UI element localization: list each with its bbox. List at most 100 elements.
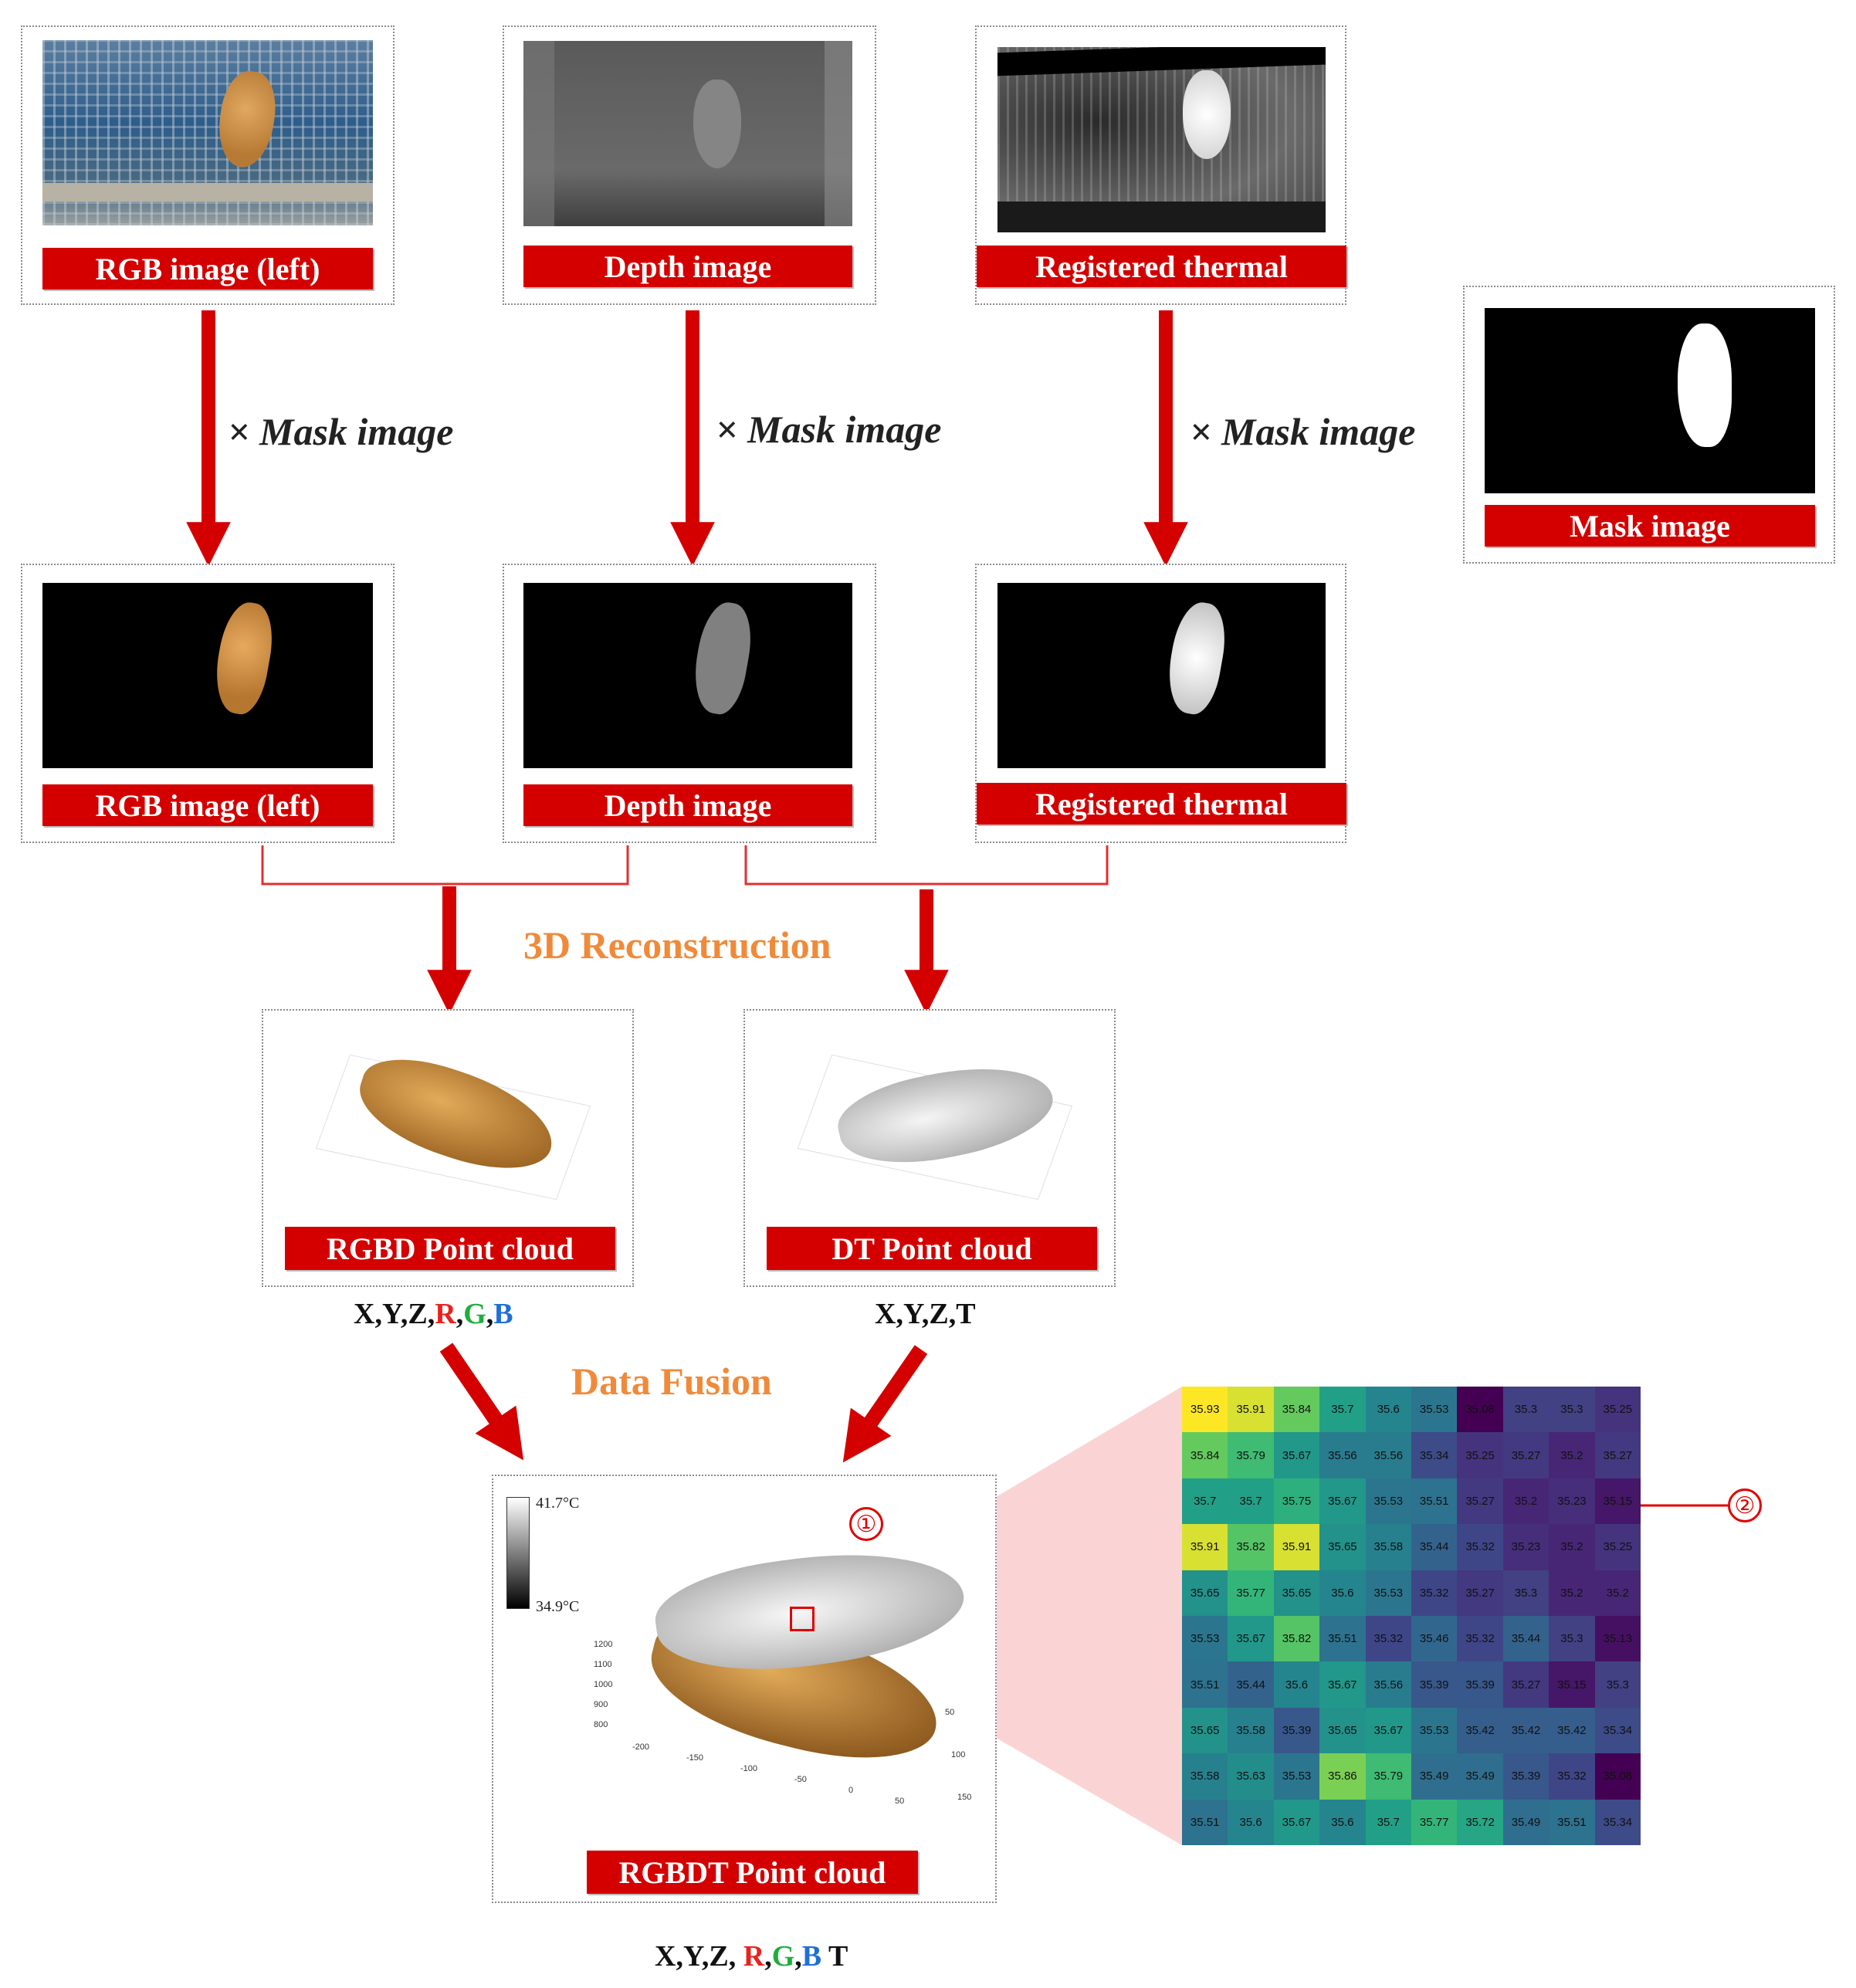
grid-cell: 35.51 (1549, 1799, 1595, 1845)
eq-rgbdt-r: R (743, 1940, 765, 1973)
grid-cell: 35.91 (1182, 1524, 1228, 1570)
eq-rgbd: X,Y,Z,R,G,B (354, 1297, 513, 1331)
grid-cell: 35.53 (1411, 1707, 1458, 1754)
colorbar-max: 41.7°C (536, 1495, 580, 1512)
grid-cell: 35.27 (1457, 1478, 1503, 1525)
mask-op-depth: × Mask image (716, 408, 942, 451)
z-tick: 1100 (594, 1660, 612, 1669)
x-tick: -150 (686, 1753, 704, 1763)
grid-cell: 35.65 (1319, 1707, 1366, 1754)
y-tick: 150 (957, 1793, 972, 1802)
grid-cell: 35.7 (1319, 1387, 1366, 1433)
grid-cell: 35.53 (1273, 1753, 1320, 1800)
y-tick: 100 (951, 1750, 966, 1759)
grid-cell: 35.91 (1228, 1387, 1274, 1433)
label-mask: Mask image (1485, 505, 1815, 547)
thermal-masked-image (997, 583, 1326, 768)
grid-cell: 35.79 (1228, 1432, 1274, 1478)
grid-cell: 35.2 (1549, 1570, 1595, 1616)
label-dt-cloud: DT Point cloud (767, 1227, 1097, 1270)
eq-rgbdt-g: G (771, 1940, 795, 1973)
grid-cell: 35.15 (1594, 1478, 1641, 1525)
grid-cell: 35.3 (1502, 1570, 1549, 1616)
depth-masked-image (523, 583, 852, 768)
eq-rgbd-r: R (435, 1298, 456, 1330)
dt-cloud-plot (791, 1041, 1085, 1211)
grid-cell: 35.56 (1365, 1432, 1411, 1478)
grid-cell: 35.67 (1319, 1478, 1366, 1525)
x-axis-ticks: -200 -150 -100 -50 0 50 (632, 1742, 910, 1806)
grid-cell: 35.93 (1182, 1387, 1228, 1433)
z-tick: 1200 (594, 1640, 613, 1649)
grid-cell: 35.6 (1228, 1799, 1274, 1845)
panel-thermal-top: Registered thermal (975, 25, 1346, 305)
label-rgb-top: RGB image (left) (42, 248, 373, 290)
grid-cell: 35.46 (1411, 1616, 1458, 1662)
label-rgbdt-cloud: RGBDT Point cloud (587, 1851, 918, 1894)
grid-cell: 35.6 (1319, 1799, 1366, 1845)
eq-rgbdt-t: T (821, 1940, 848, 1973)
panel-thermal-masked: Registered thermal (975, 564, 1346, 843)
grid-cell: 35.65 (1182, 1707, 1228, 1754)
panel-rgbd-cloud: RGBD Point cloud (262, 1009, 634, 1287)
grid-cell: 35.3 (1549, 1387, 1595, 1433)
grid-cell: 35.58 (1365, 1524, 1411, 1570)
grid-cell: 35.2 (1594, 1570, 1641, 1616)
grid-cell: 35.53 (1365, 1570, 1411, 1616)
x-tick: -50 (794, 1775, 807, 1784)
grid-cell: 35.49 (1502, 1799, 1549, 1845)
grid-cell: 35.51 (1182, 1799, 1228, 1845)
grid-cell: 35.23 (1549, 1478, 1595, 1525)
grid-cell: 35.67 (1365, 1707, 1411, 1754)
grid-cell: 35.84 (1273, 1387, 1320, 1433)
grid-cell: 35.58 (1228, 1707, 1274, 1754)
grid-cell: 35.32 (1457, 1616, 1503, 1662)
callout-2: ② (1728, 1488, 1762, 1522)
grid-cell: 35.25 (1594, 1387, 1641, 1433)
label-thermal-masked: Registered thermal (977, 783, 1346, 825)
grid-cell: 35.53 (1182, 1616, 1228, 1662)
grid-cell: 35.27 (1594, 1432, 1641, 1478)
grid-cell: 35.6 (1365, 1387, 1411, 1433)
grid-cell: 35.84 (1182, 1432, 1228, 1478)
grid-cell: 35.67 (1273, 1799, 1320, 1845)
grid-cell: 35.42 (1457, 1707, 1503, 1754)
label-thermal-top: Registered thermal (977, 246, 1346, 287)
grid-cell: 35.77 (1228, 1570, 1274, 1616)
grid-cell: 35.2 (1549, 1432, 1595, 1478)
grid-cell: 35.25 (1457, 1432, 1503, 1478)
label-rgb-masked: RGB image (left) (42, 784, 373, 826)
grid-cell: 35.79 (1365, 1753, 1411, 1800)
grid-cell: 35.7 (1182, 1478, 1228, 1525)
grid-cell: 35.82 (1228, 1524, 1274, 1570)
grid-cell: 35.91 (1273, 1524, 1320, 1570)
grid-cell: 35.6 (1319, 1570, 1366, 1616)
grid-cell: 35.53 (1411, 1387, 1458, 1433)
grid-cell: 35.44 (1411, 1524, 1458, 1570)
eq-rgbd-xyz: X,Y,Z, (354, 1298, 435, 1330)
grid-cell: 35.86 (1319, 1753, 1366, 1800)
grid-cell: 35.42 (1549, 1707, 1595, 1754)
grid-cell: 35.39 (1457, 1661, 1503, 1708)
eq-sep: , (764, 1940, 772, 1973)
grid-cell: 35.65 (1182, 1570, 1228, 1616)
eq-rgbd-b: B (493, 1298, 513, 1330)
callout-1: ① (849, 1507, 883, 1541)
grid-cell: 35.44 (1502, 1616, 1549, 1662)
grid-cell: 35.08 (1594, 1753, 1641, 1800)
y-tick: 50 (945, 1708, 955, 1717)
eq-rgbdt-xyz: X,Y,Z, (655, 1940, 743, 1973)
grid-cell: 35.27 (1502, 1661, 1549, 1708)
grid-cell: 35.65 (1273, 1570, 1320, 1616)
selected-region (790, 1607, 815, 1631)
grid-cell: 35.77 (1411, 1799, 1458, 1845)
step-3d-reconstruction: 3D Reconstruction (523, 923, 831, 967)
grid-cell: 35.53 (1365, 1478, 1411, 1525)
grid-cell: 35.51 (1411, 1478, 1458, 1525)
grid-cell: 35.25 (1594, 1524, 1641, 1570)
grid-cell: 35.39 (1502, 1753, 1549, 1800)
colorbar (506, 1497, 530, 1609)
grid-cell: 35.65 (1319, 1524, 1366, 1570)
panel-rgb-masked: RGB image (left) (21, 564, 395, 843)
